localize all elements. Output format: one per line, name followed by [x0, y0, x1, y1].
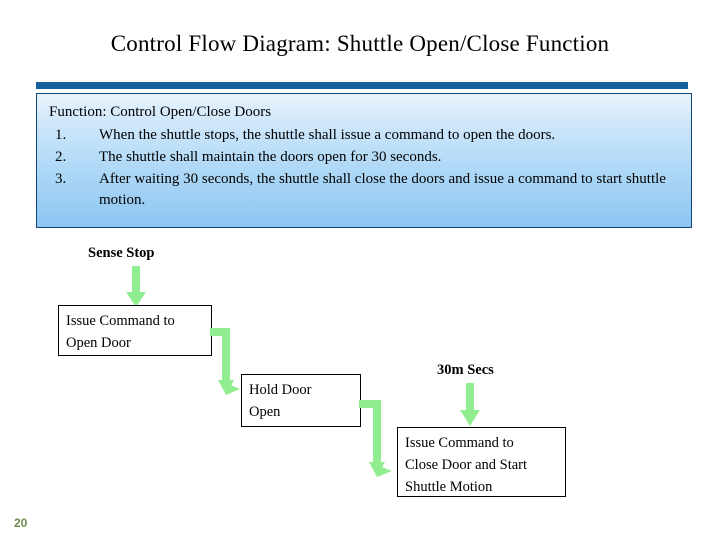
connector-hold-open-to-issue-close — [359, 396, 401, 482]
flow-label-30m-secs: 30m Secs — [437, 362, 494, 378]
list-item: 3. After waiting 30 seconds, the shuttle… — [49, 169, 679, 211]
blue-accent-bar — [36, 82, 688, 89]
list-item-text: After waiting 30 seconds, the shuttle sh… — [99, 171, 666, 208]
list-item: 1. When the shuttle stops, the shuttle s… — [49, 125, 679, 146]
flow-label-sense-stop: Sense Stop — [88, 245, 155, 261]
flow-box-issue-open: Issue Command to Open Door — [58, 305, 212, 356]
page-number: 20 — [14, 516, 28, 530]
flow-box-line: Issue Command to — [405, 435, 514, 451]
connector-30m-secs-to-issue-close — [459, 383, 481, 427]
flow-box-line: Shuttle Motion — [405, 479, 493, 495]
list-item: 2. The shuttle shall maintain the doors … — [49, 147, 679, 168]
flow-box-issue-close: Issue Command to Close Door and Start Sh… — [397, 427, 566, 497]
flow-box-hold-open: Hold Door Open — [241, 374, 361, 427]
function-heading: Function: Control Open/Close Doors — [49, 104, 272, 120]
list-item-text: The shuttle shall maintain the doors ope… — [99, 149, 442, 165]
function-description-panel: Function: Control Open/Close Doors 1. Wh… — [36, 93, 692, 228]
flow-box-line: Issue Command to — [66, 313, 175, 329]
list-item-text: When the shuttle stops, the shuttle shal… — [99, 127, 556, 143]
page-title: Control Flow Diagram: Shuttle Open/Close… — [110, 31, 610, 56]
flow-box-line: Close Door and Start — [405, 457, 528, 473]
flow-box-line: Open Door — [66, 335, 131, 351]
list-item-number: 3. — [55, 171, 67, 187]
flow-box-line: Open — [249, 404, 281, 420]
list-item-number: 1. — [55, 127, 67, 143]
connector-sense-stop-to-issue-open — [125, 266, 147, 308]
flow-box-line: Hold Door — [249, 382, 312, 398]
function-requirements-list: 1. When the shuttle stops, the shuttle s… — [49, 125, 679, 211]
list-item-number: 2. — [55, 149, 67, 165]
